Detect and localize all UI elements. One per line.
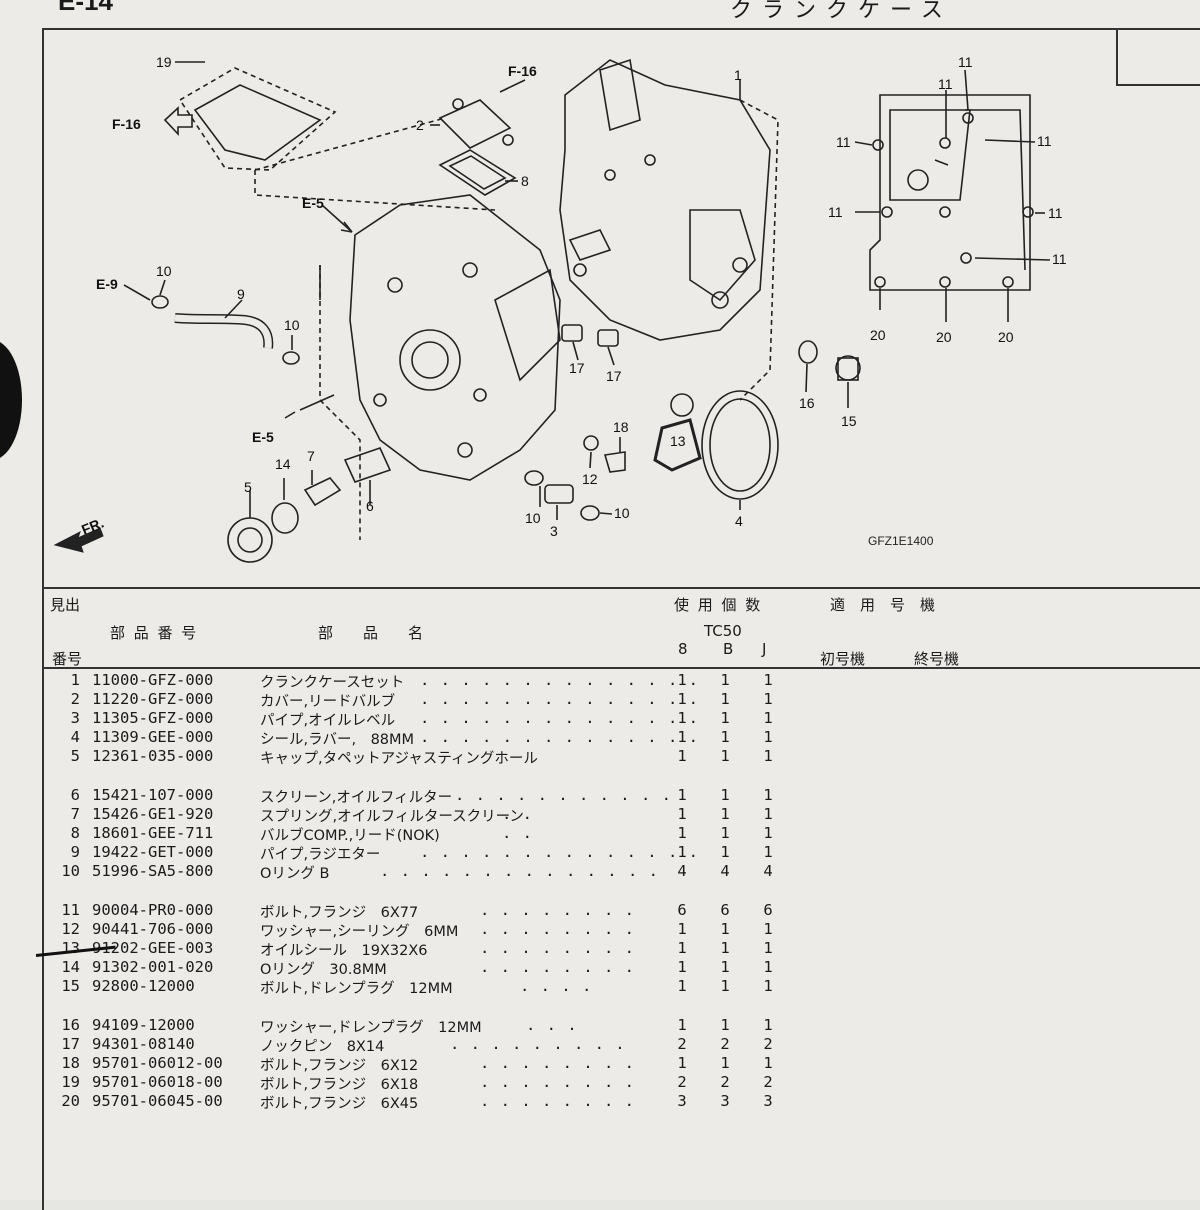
front-direction-label: FR. [79, 514, 106, 537]
callout-11-b: 11 [938, 76, 953, 92]
section-title: クランクケース [730, 0, 953, 23]
callout-10-b: 10 [284, 317, 300, 333]
diagram-divider [42, 587, 1200, 589]
callout-14: 14 [275, 456, 291, 472]
callout-20-b: 20 [936, 329, 952, 345]
header-midashi: 見出 [50, 596, 81, 614]
corner-box [1116, 28, 1200, 86]
header-part-number: 部 品 番 号 [110, 624, 199, 642]
callout-20-c: 20 [998, 329, 1014, 345]
ref-e9: E-9 [96, 276, 118, 292]
header-divider [42, 667, 1200, 669]
header-qty-used: 使 用 個 数 [674, 596, 763, 614]
callout-12: 12 [582, 471, 598, 487]
callout-4: 4 [735, 513, 743, 529]
header-applicable-model: 適 用 号 機 [830, 596, 936, 614]
callout-11-g: 11 [1052, 251, 1067, 267]
callout-3: 3 [550, 523, 558, 539]
callout-2: 2 [416, 117, 424, 133]
exploded-diagram: FR. F-16 F-16 E-5 E-9 E-5 1 2 3 4 5 6 7 … [53, 54, 1067, 563]
ref-f16-left: F-16 [112, 116, 141, 132]
callout-15: 15 [841, 413, 857, 429]
ref-e5-bottom: E-5 [252, 429, 274, 445]
callout-7: 7 [307, 448, 315, 464]
diagram-code: GFZ1E1400 [868, 534, 934, 548]
callout-11-f: 11 [1048, 205, 1063, 221]
callout-20-a: 20 [870, 327, 886, 343]
header-bango: 番号 [52, 650, 83, 668]
header-variant-8: 8 [678, 640, 688, 658]
header-variant-b: B [723, 640, 734, 658]
callout-18: 18 [613, 419, 629, 435]
callout-19: 19 [156, 54, 172, 70]
ref-e5-top: E-5 [302, 195, 324, 211]
header-part-name: 部 品 名 [318, 624, 424, 642]
callout-16: 16 [799, 395, 815, 411]
callout-6: 6 [366, 498, 374, 514]
callout-1: 1 [734, 67, 742, 83]
page-frame [42, 28, 1200, 1210]
callout-10-c: 10 [525, 510, 541, 526]
header-model: TC50 [704, 622, 742, 640]
header-variant-j: J [762, 640, 767, 658]
callout-13: 13 [670, 433, 686, 449]
header-first-serial: 初号機 [820, 650, 866, 668]
callout-11-c: 11 [1037, 133, 1052, 149]
binder-hole [0, 340, 22, 460]
callout-11-a: 11 [958, 54, 973, 70]
callout-8: 8 [521, 173, 529, 189]
callout-11-e: 11 [828, 204, 843, 220]
callout-17-a: 17 [569, 360, 585, 376]
callout-5: 5 [244, 479, 252, 495]
callout-10-a: 10 [156, 263, 172, 279]
callout-17-b: 17 [606, 368, 622, 384]
header-last-serial: 終号機 [914, 650, 960, 668]
callout-10-d: 10 [614, 505, 630, 521]
callout-11-d: 11 [836, 134, 851, 150]
ref-f16-top: F-16 [508, 63, 537, 79]
section-code: E-14 [58, 0, 113, 16]
callout-9: 9 [237, 286, 245, 302]
